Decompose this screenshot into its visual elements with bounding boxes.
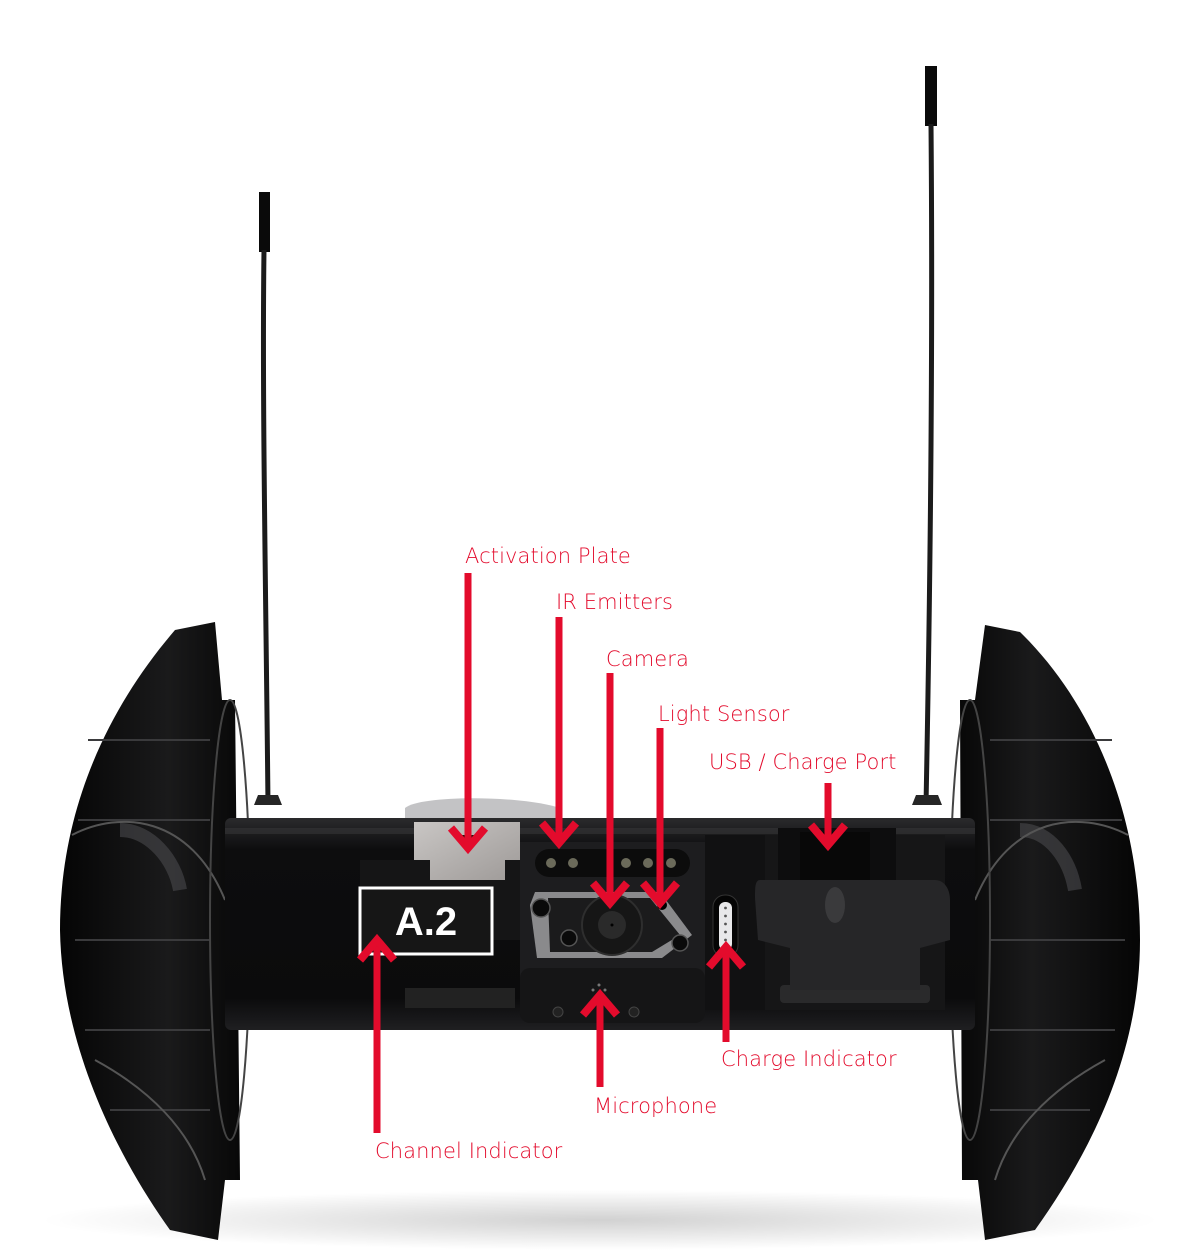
label-light-sensor: Light Sensor (658, 702, 790, 726)
callout-arrows (356, 573, 849, 1133)
right-wheel (949, 625, 1140, 1240)
right-antenna (912, 66, 942, 806)
arrow-head (639, 880, 681, 910)
arrow-head (589, 880, 631, 910)
arrow-activation-plate (447, 573, 489, 855)
label-activation-plate: Activation Plate (465, 544, 631, 568)
arrow-head (447, 825, 489, 855)
channel-badge-text: A.2 (395, 900, 457, 944)
arrow-head (538, 820, 580, 850)
arrow-head (807, 822, 849, 852)
label-ir-emitters: IR Emitters (556, 590, 674, 614)
arrow-camera (589, 673, 631, 910)
ground-shadow (40, 1190, 1160, 1250)
arrow-head (356, 933, 398, 963)
arrow-microphone (579, 988, 621, 1087)
arrow-channel-indicator (356, 933, 398, 1133)
label-microphone: Microphone (594, 1094, 718, 1118)
left-antenna (254, 192, 282, 806)
arrow-head (579, 988, 621, 1018)
label-channel-indicator: Channel Indicator (375, 1139, 563, 1163)
arrow-light-sensor (639, 728, 681, 910)
left-wheel (60, 622, 251, 1240)
charge-indicator-led (712, 894, 739, 958)
usb-charge-port (755, 828, 950, 990)
label-charge-indicator: Charge Indicator (721, 1047, 897, 1071)
arrow-charge-indicator (705, 940, 747, 1042)
label-camera: Camera (606, 647, 690, 671)
arrow-usb-charge-port (807, 783, 849, 852)
camera-module (530, 892, 692, 958)
arrow-ir-emitters (538, 617, 580, 850)
label-usb-charge-port: USB / Charge Port (709, 750, 897, 774)
arrow-head (705, 940, 747, 970)
microphone-port (520, 968, 705, 1023)
